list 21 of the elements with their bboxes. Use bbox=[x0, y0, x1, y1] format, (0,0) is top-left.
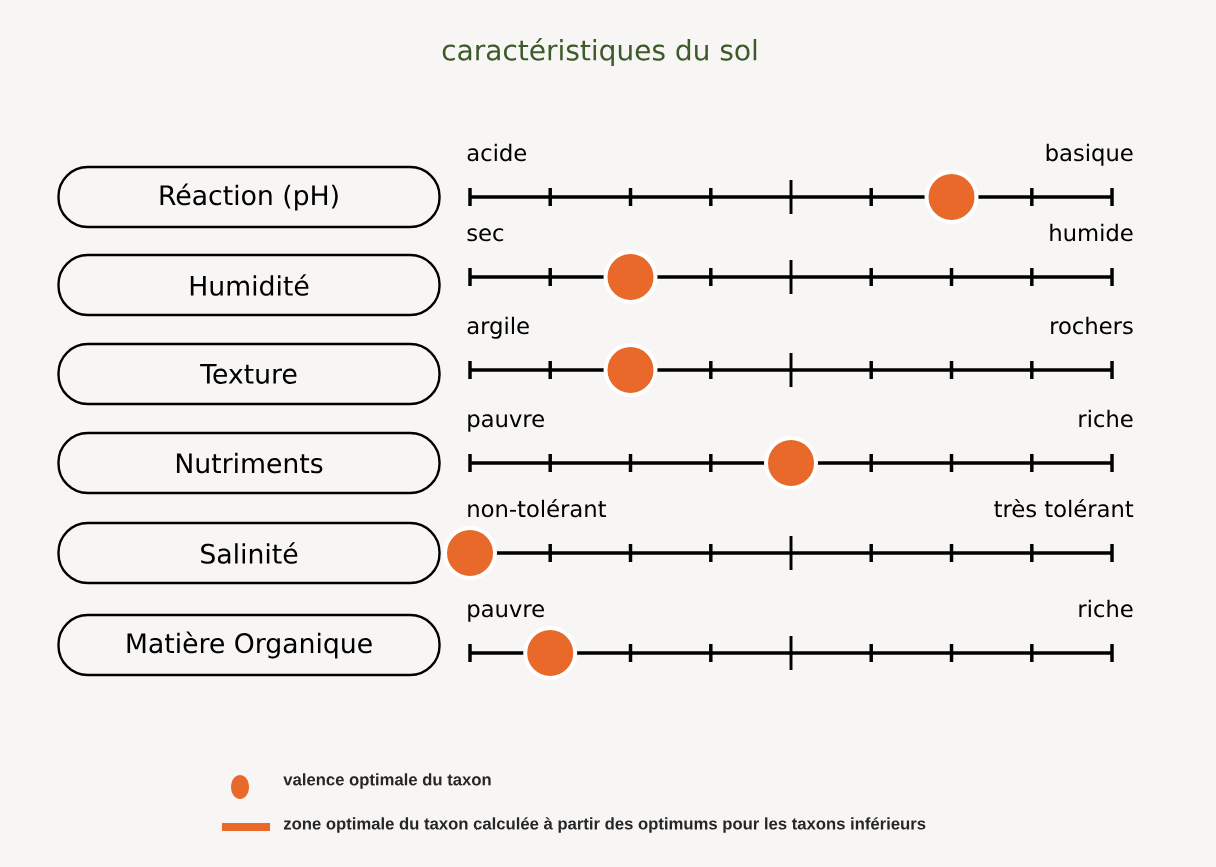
scale-end-label: riche bbox=[1079, 409, 1133, 428]
label-box: Matière Organique bbox=[57, 613, 441, 677]
label-box: Texture bbox=[57, 342, 441, 406]
scale-end-label: argile bbox=[467, 316, 529, 339]
label-box: Nutriments bbox=[57, 431, 441, 495]
scale-end-label: humide bbox=[1050, 223, 1133, 242]
scale-end-label: pauvre bbox=[468, 604, 544, 622]
label-box: Salinité bbox=[57, 521, 441, 585]
title: caractéristiques du sol bbox=[442, 37, 757, 67]
legend-text: valence optimale du taxon bbox=[283, 773, 491, 789]
scale-end-label: sec bbox=[467, 228, 504, 242]
scale-end-label: pauvre bbox=[468, 414, 544, 432]
label-box: Humidité bbox=[57, 253, 441, 317]
scale-end-label: non-tolérant bbox=[468, 498, 606, 518]
label-box: Réaction (pH) bbox=[57, 165, 441, 229]
scale-end-label: acide bbox=[467, 143, 527, 162]
scale-end-label: riche bbox=[1079, 599, 1133, 618]
scale-end-label: très tolérant bbox=[994, 498, 1134, 518]
scale-end-label: basique bbox=[1046, 143, 1133, 166]
scale-end-label: rochers bbox=[1051, 316, 1133, 335]
legend-text: zone optimale du taxon calculée à partir des optimums pour les taxons inférieurs bbox=[283, 817, 926, 833]
